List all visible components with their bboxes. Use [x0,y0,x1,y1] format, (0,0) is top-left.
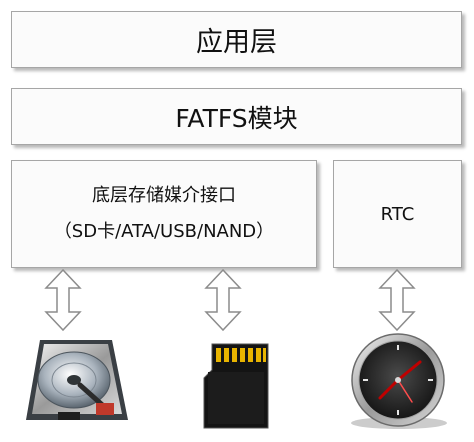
storage-interface-types: （SD卡/ATA/USB/NAND） [53,221,275,242]
sd-card-icon [203,343,269,429]
clock-icon [351,333,447,429]
storage-interface-title: 底层存储媒介接口 [92,185,236,206]
rtc-label: RTC [380,203,415,225]
storage-arrow-left [44,268,82,332]
application-layer-label: 应用层 [196,27,277,58]
fatfs-module-label: FATFS模块 [175,103,298,133]
application-layer-box: 应用层 [11,11,462,68]
storage-interface-box: 底层存储媒介接口 （SD卡/ATA/USB/NAND） [11,160,317,268]
hard-disk-icon [26,340,128,420]
rtc-box: RTC [333,160,462,268]
rtc-arrow [378,268,416,332]
storage-arrow-right [204,268,242,332]
fatfs-module-box: FATFS模块 [11,88,462,145]
